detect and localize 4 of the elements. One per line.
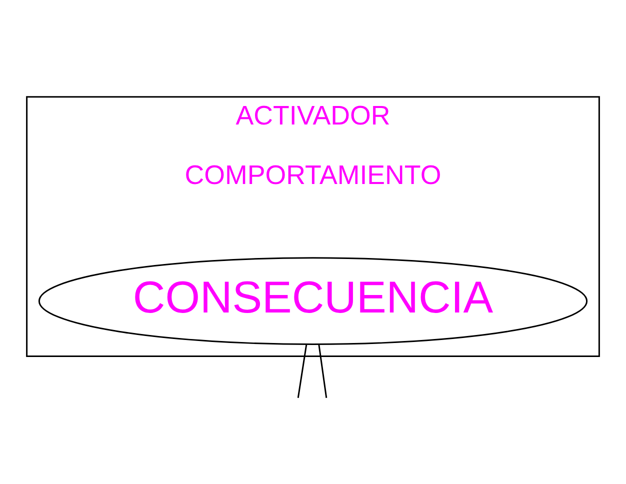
node-text: COMPORTAMIENTO: [184, 160, 442, 190]
connector: [297, 344, 308, 398]
node-ellipse: CONSECUENCIA: [38, 257, 588, 346]
connector: [318, 344, 328, 398]
